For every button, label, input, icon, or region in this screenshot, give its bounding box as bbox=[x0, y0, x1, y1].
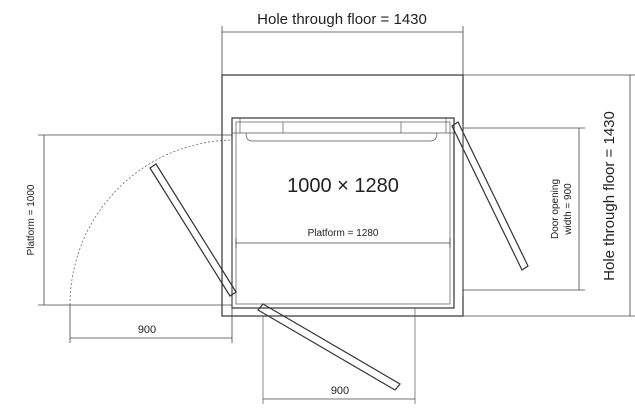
left-door-swing bbox=[69, 139, 237, 306]
top-hole-dimension: Hole through floor = 1430 bbox=[221, 11, 464, 75]
left-swing-dimension: 900 bbox=[69, 305, 233, 343]
bottom-door-swing bbox=[257, 303, 416, 404]
platform-width-label: Platform = 1280 bbox=[308, 228, 379, 239]
platform-left-label: Platform = 1000 bbox=[26, 184, 37, 255]
door-opening-label-line1: Door opening bbox=[550, 179, 561, 239]
car-size-label: 1000 × 1280 bbox=[287, 175, 399, 197]
platform-width-dimension: Platform = 1280 bbox=[235, 228, 451, 248]
lift-car bbox=[231, 117, 455, 309]
swing-left-label: 900 bbox=[138, 324, 156, 336]
left-platform-dimension: Platform = 1000 bbox=[26, 134, 232, 306]
bottom-swing-dimension: 900 bbox=[263, 385, 415, 400]
swing-bottom-label: 900 bbox=[331, 385, 349, 397]
right-hole-dimension: Hole through floor = 1430 bbox=[463, 74, 635, 317]
top-hole-label: Hole through floor = 1430 bbox=[257, 11, 427, 28]
door-opening-label-line2: width = 900 bbox=[563, 183, 574, 236]
door-opening-dimension: Door opening width = 900 bbox=[463, 127, 585, 291]
right-door-swing bbox=[451, 121, 529, 296]
right-hole-label: Hole through floor = 1430 bbox=[601, 111, 618, 281]
